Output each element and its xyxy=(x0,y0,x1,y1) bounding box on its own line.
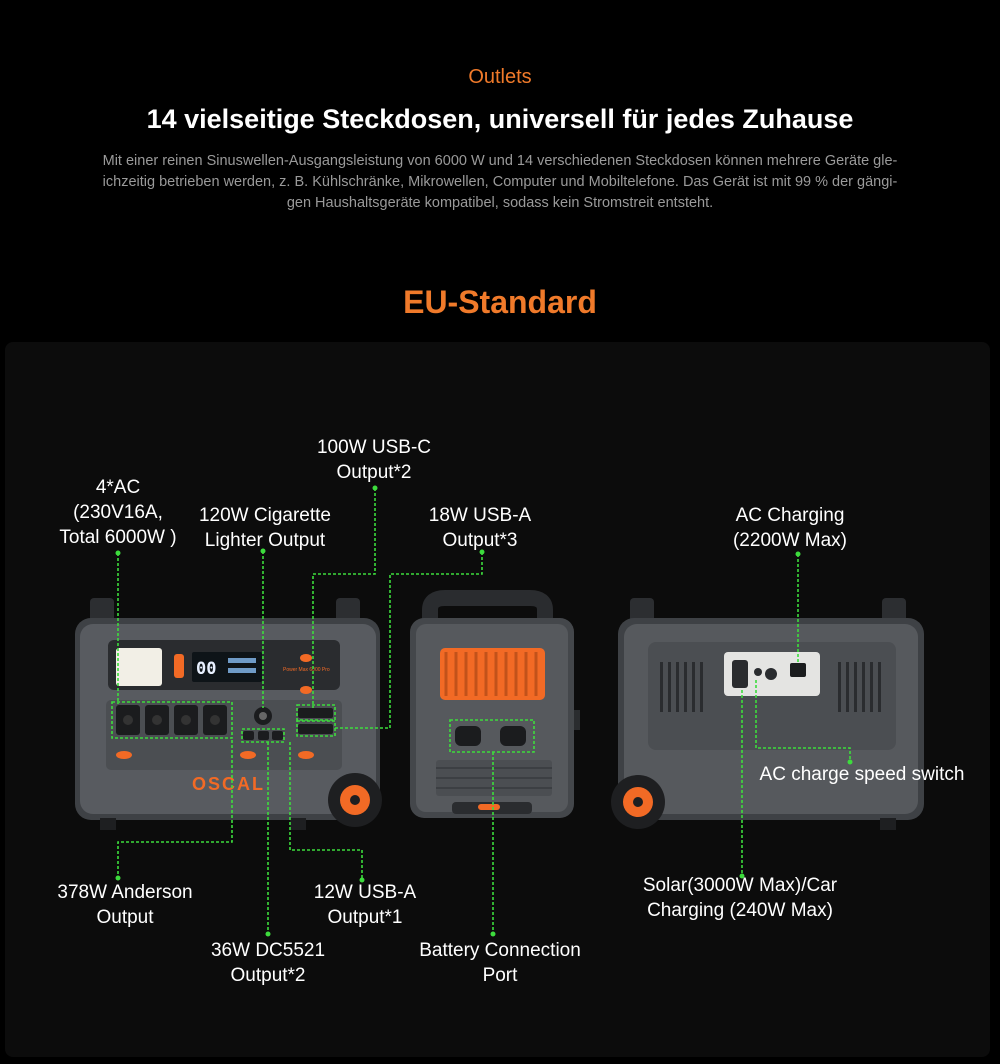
label-line: Charging (240W Max) xyxy=(647,900,833,921)
battery-port xyxy=(500,726,526,746)
label-line: Output*2 xyxy=(336,462,412,483)
label-line: Output*2 xyxy=(230,965,306,986)
label-line: Output xyxy=(96,907,154,928)
vent-slots-left xyxy=(660,662,703,712)
label-line: Battery Connection xyxy=(419,940,581,961)
label-line: (230V16A, xyxy=(73,502,163,523)
vent-grille xyxy=(440,648,545,700)
label-dc5521: 36W DC5521 Output*2 xyxy=(188,938,348,988)
label-battery-port: Battery Connection Port xyxy=(400,938,600,988)
label-line: (2200W Max) xyxy=(732,530,848,551)
label-line: Lighter Output xyxy=(204,530,326,551)
page-title: 14 vielseitige Steckdosen, universell fü… xyxy=(146,104,854,134)
ac-charging-inlet xyxy=(790,663,806,677)
label-line: AC charge speed switch xyxy=(759,764,965,785)
callout-boxes xyxy=(111,701,535,753)
label-line: 18W USB-A xyxy=(428,505,532,526)
description: Mit einer reinen Sinuswellen-Ausgangslei… xyxy=(12,151,988,214)
label-line: 36W DC5521 xyxy=(210,940,326,961)
screen-digits: 00 xyxy=(196,659,216,679)
label-line: 120W Cigarette xyxy=(198,505,331,526)
label-line: AC Charging xyxy=(735,505,845,526)
label-solar-car-charging: Solar(3000W Max)/Car Charging (240W Max) xyxy=(615,873,865,923)
description-line: ichzeitig betrieben werden, z. B. Kühlsc… xyxy=(102,174,898,190)
label-line: 12W USB-A xyxy=(313,882,417,903)
section-title: EU-Standard xyxy=(403,284,597,320)
label-line: 378W Anderson xyxy=(57,882,193,903)
side-unit xyxy=(410,590,580,818)
back-unit xyxy=(611,598,924,830)
label-anderson: 378W Anderson Output xyxy=(40,880,210,930)
callout-dots xyxy=(115,485,853,937)
ac-speed-switch xyxy=(754,668,762,676)
label-line: Solar(3000W Max)/Car xyxy=(642,875,838,896)
label-usb-a-18w: 18W USB-A Output*3 xyxy=(405,503,555,553)
label-usb-a-12w: 12W USB-A Output*1 xyxy=(290,880,440,930)
brand-logo: OSCAL xyxy=(192,774,265,794)
label-ac-speed-switch: AC charge speed switch xyxy=(752,762,972,787)
solar-input-port xyxy=(732,660,748,688)
carry-handle xyxy=(422,590,553,635)
description-line: gen Haushaltsgeräte kompatibel, sodass k… xyxy=(286,195,714,211)
front-unit: 00 Power Max 6000 Pro OSCAL xyxy=(75,598,382,830)
label-line: Output*1 xyxy=(327,907,403,928)
section-kicker: Outlets xyxy=(468,66,532,88)
vent-slots-right xyxy=(838,662,881,712)
ac-socket-row xyxy=(116,705,227,735)
battery-port xyxy=(455,726,481,746)
callout-lines xyxy=(117,488,851,934)
label-cigarette-lighter: 120W Cigarette Lighter Output xyxy=(190,503,340,553)
label-ac-charging: AC Charging (2200W Max) xyxy=(710,503,870,553)
light-panel xyxy=(116,648,162,686)
label-line: Port xyxy=(482,965,518,986)
label-ac-outlets: 4*AC (230V16A, Total 6000W ) xyxy=(38,475,198,550)
label-usb-c: 100W USB-C Output*2 xyxy=(294,435,454,485)
description-line: Mit einer reinen Sinuswellen-Ausgangslei… xyxy=(102,153,898,169)
label-line: Total 6000W ) xyxy=(59,527,177,548)
label-line: Output*3 xyxy=(442,530,518,551)
model-text: Power Max 6000 Pro xyxy=(283,667,330,673)
label-line: 4*AC xyxy=(95,477,141,498)
label-line: 100W USB-C xyxy=(316,437,432,458)
